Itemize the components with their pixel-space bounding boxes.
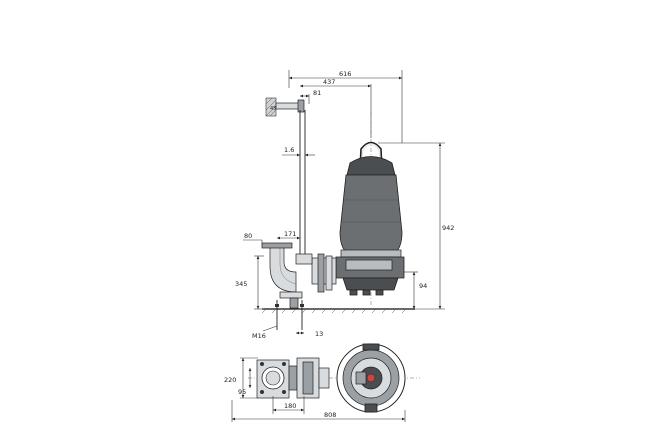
discharge-connection <box>261 242 337 309</box>
dim-foot-offset: 13 <box>296 330 323 338</box>
dim-rail-offset: 81 <box>300 89 321 104</box>
dim-label-95: 95 <box>238 388 246 396</box>
dim-bolt: M16 <box>252 325 278 340</box>
dim-label-80: 80 <box>244 232 252 240</box>
dim-label-808: 808 <box>324 411 336 419</box>
dim-label-wall-mark: 45 <box>270 106 276 112</box>
dim-label-13: 13 <box>315 330 323 338</box>
dim-total-height: 942 <box>378 142 454 310</box>
plan-base-plate <box>256 357 330 399</box>
elevation-view: 616 437 81 45 <box>235 70 454 340</box>
dim-overall-width-bottom: 808 <box>231 400 406 422</box>
dim-bracket-height: 345 <box>235 255 264 310</box>
dim-label-1-6: 1.6 <box>284 146 294 154</box>
dim-label-81: 81 <box>313 89 321 97</box>
dim-label-942: 942 <box>442 224 454 232</box>
pump-unit <box>335 141 405 296</box>
dim-label-220: 220 <box>224 376 236 384</box>
dim-overall-width-top: 616 <box>288 70 403 143</box>
dim-label-m16: M16 <box>252 332 266 340</box>
dim-foot-height: 94 <box>404 271 427 309</box>
dim-label-437: 437 <box>323 78 335 86</box>
dim-rail-spacing: 1.6 <box>282 146 315 157</box>
anchor-bolts <box>275 300 304 330</box>
dim-label-171: 171 <box>284 230 296 238</box>
guide-rails <box>299 110 306 262</box>
dim-label-94: 94 <box>419 282 427 290</box>
dim-label-616: 616 <box>339 70 351 78</box>
dim-label-180: 180 <box>284 402 296 410</box>
dim-pump-offset: 437 <box>300 78 372 138</box>
wall-bracket: 45 <box>265 97 305 117</box>
dim-label-345: 345 <box>235 280 247 288</box>
floor-line <box>261 308 415 314</box>
plan-pump <box>336 343 406 413</box>
plan-view: 220 95 180 808 <box>224 343 420 422</box>
dim-plan-bolt-spacing: 180 <box>272 396 305 414</box>
dim-outlet: 80 171 <box>243 230 300 246</box>
dim-plan-depth: 220 95 <box>224 357 258 399</box>
